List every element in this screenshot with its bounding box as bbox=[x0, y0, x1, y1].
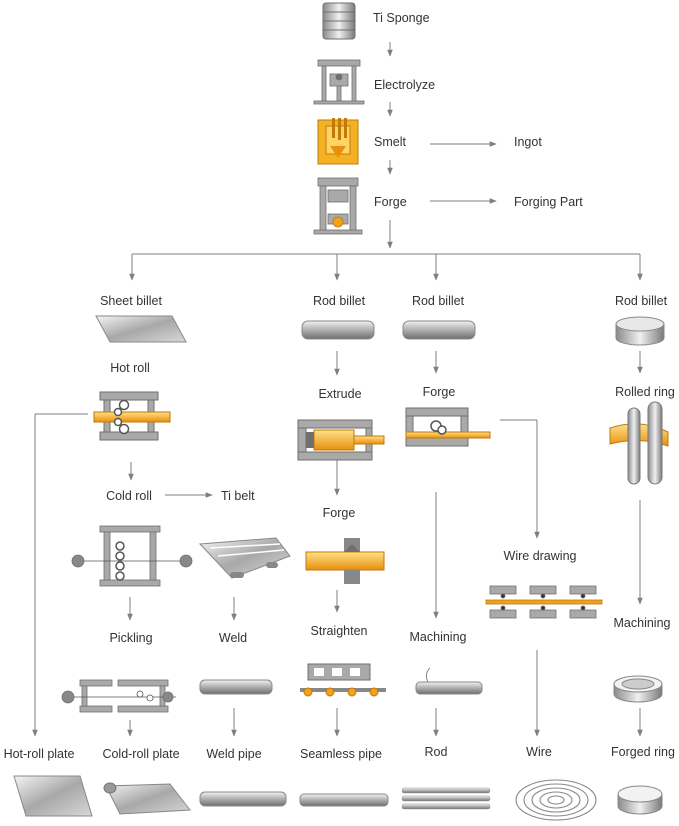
wire-drawing-mill-icon bbox=[485, 585, 603, 619]
forging-press-icon bbox=[313, 177, 363, 235]
welded-pipe-icon bbox=[199, 679, 273, 695]
forged-ring-product-icon bbox=[617, 785, 663, 815]
machined-rod-icon bbox=[415, 667, 483, 695]
label-electrolyze: Electrolyze bbox=[374, 78, 436, 92]
label-extrude: Extrude bbox=[318, 387, 362, 401]
label-smelt: Smelt bbox=[374, 135, 406, 149]
label-rod: Rod bbox=[424, 745, 448, 759]
sheet-billet-icon bbox=[95, 315, 187, 343]
label-wire: Wire bbox=[526, 745, 552, 759]
label-sheet-billet: Sheet billet bbox=[100, 294, 162, 308]
hot-roll-plate-icon bbox=[13, 775, 93, 817]
label-pickling: Pickling bbox=[109, 631, 153, 645]
forging-die-icon bbox=[305, 538, 385, 584]
pickling-line-icon bbox=[61, 679, 176, 713]
extrusion-press-icon bbox=[297, 419, 385, 461]
label-weld: Weld bbox=[218, 631, 248, 645]
label-hot-roll: Hot roll bbox=[110, 361, 150, 375]
label-forge-rod: Forge bbox=[422, 385, 456, 399]
label-rod-billet-1: Rod billet bbox=[312, 294, 366, 308]
straightening-machine-icon bbox=[300, 663, 386, 697]
label-rod-billet-3: Rod billet bbox=[614, 294, 668, 308]
label-hot-roll-plate: Hot-roll plate bbox=[3, 747, 75, 761]
hot-rolling-mill-icon bbox=[93, 391, 171, 441]
forged-ring-icon bbox=[613, 675, 663, 703]
smelting-furnace-icon bbox=[317, 118, 359, 165]
wire-coil-icon bbox=[515, 779, 597, 821]
rod-bundle-icon bbox=[401, 787, 491, 810]
label-forge-top: Forge bbox=[374, 195, 407, 209]
rod-forging-press-icon bbox=[405, 407, 491, 447]
label-machining-ring: Machining bbox=[613, 616, 671, 630]
label-weld-pipe: Weld pipe bbox=[206, 747, 262, 761]
label-forging-part: Forging Part bbox=[514, 195, 583, 209]
label-rolled-ring: Rolled ring bbox=[615, 385, 675, 399]
label-cold-roll: Cold roll bbox=[106, 489, 152, 503]
cold-rolling-mill-icon bbox=[71, 525, 193, 587]
electrolyzer-icon bbox=[313, 59, 365, 105]
label-machining-rod: Machining bbox=[409, 630, 467, 644]
ring-rolling-icon bbox=[609, 401, 669, 485]
flow-arrows bbox=[32, 42, 643, 737]
label-rod-billet-2: Rod billet bbox=[411, 294, 465, 308]
label-wire-drawing: Wire drawing bbox=[503, 549, 577, 563]
rod-billet-icon bbox=[301, 320, 476, 340]
ring-billet-icon bbox=[615, 316, 665, 346]
label-straighten: Straighten bbox=[310, 624, 368, 638]
label-ingot: Ingot bbox=[514, 135, 542, 149]
label-forge-extrude: Forge bbox=[322, 506, 356, 520]
label-ti-belt: Ti belt bbox=[221, 489, 255, 503]
seamless-pipe-product-icon bbox=[299, 793, 389, 807]
label-forged-ring: Forged ring bbox=[611, 745, 675, 759]
weld-pipe-product-icon bbox=[199, 791, 287, 807]
label-ti-sponge: Ti Sponge bbox=[373, 11, 430, 25]
sheet-welding-icon bbox=[198, 537, 291, 579]
label-seamless-pipe: Seamless pipe bbox=[300, 747, 382, 761]
ti-sponge-drum-icon bbox=[322, 2, 356, 40]
label-cold-roll-plate: Cold-roll plate bbox=[102, 747, 180, 761]
cold-roll-coil-icon bbox=[103, 782, 191, 815]
